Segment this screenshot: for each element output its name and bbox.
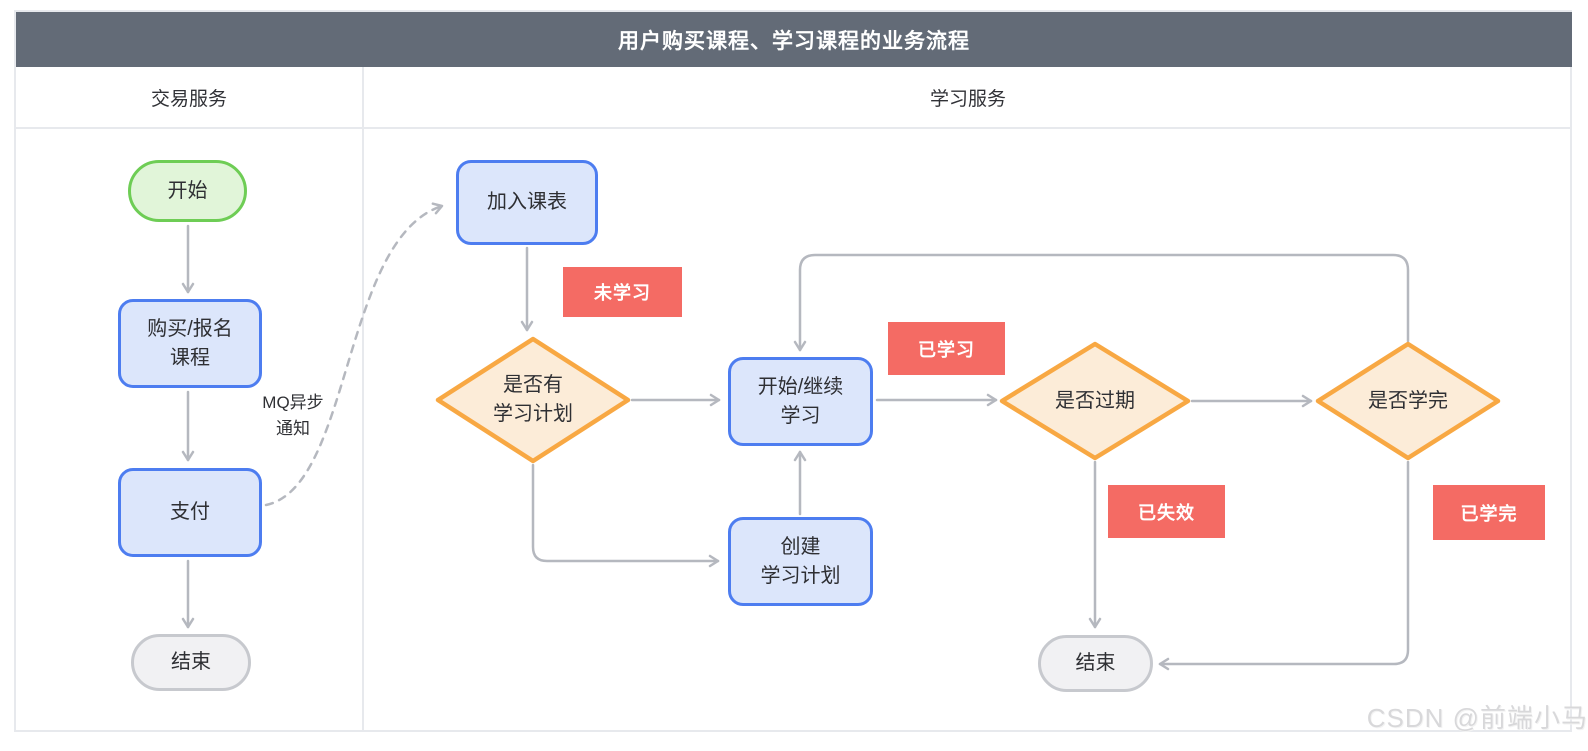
- node-end-learning: 结束: [1038, 635, 1153, 692]
- decision-is-expired-shape: [999, 341, 1191, 461]
- label-mq-async-notify: MQ异步 通知: [262, 393, 324, 439]
- decision-is-expired-label: 是否过期: [1055, 389, 1135, 412]
- edge-mq-async-notify: [264, 202, 444, 507]
- decision-is-finished-shape: [1315, 341, 1501, 461]
- node-join-schedule: 加入课表: [456, 160, 598, 245]
- decision-has-plan-shape: [435, 336, 631, 464]
- lane-header-trade-service: 交易服务: [150, 88, 227, 110]
- node-pay: 支付: [118, 468, 262, 557]
- lane-divider: [362, 67, 364, 732]
- lane-header-learning-service: 学习服务: [929, 88, 1006, 110]
- badge-invalidated: 已失效: [1108, 485, 1225, 538]
- node-start-continue-learning: 开始/继续 学习: [728, 357, 873, 446]
- lane-header-underline: [16, 127, 1572, 129]
- decision-is-finished-label: 是否学完: [1368, 389, 1448, 412]
- node-start: 开始: [128, 160, 247, 222]
- node-purchase-course: 购买/报名 课程: [118, 299, 262, 388]
- decision-has-plan-label: 是否有 学习计划: [493, 374, 573, 425]
- edge-hasplan-to-createplan: [531, 463, 720, 568]
- badge-finished: 已学完: [1433, 485, 1545, 540]
- badge-not-learned: 未学习: [563, 267, 682, 317]
- edge-finished-loop-to-start: [793, 253, 1410, 352]
- node-create-plan: 创建 学习计划: [728, 517, 873, 606]
- edge-finished-to-end: [1158, 460, 1410, 671]
- diagram-title: 用户购买课程、学习课程的业务流程: [16, 12, 1572, 67]
- badge-learned: 已学习: [888, 322, 1005, 375]
- node-end-trade: 结束: [131, 634, 251, 691]
- csdn-watermark: CSDN @前端小马: [1366, 703, 1588, 733]
